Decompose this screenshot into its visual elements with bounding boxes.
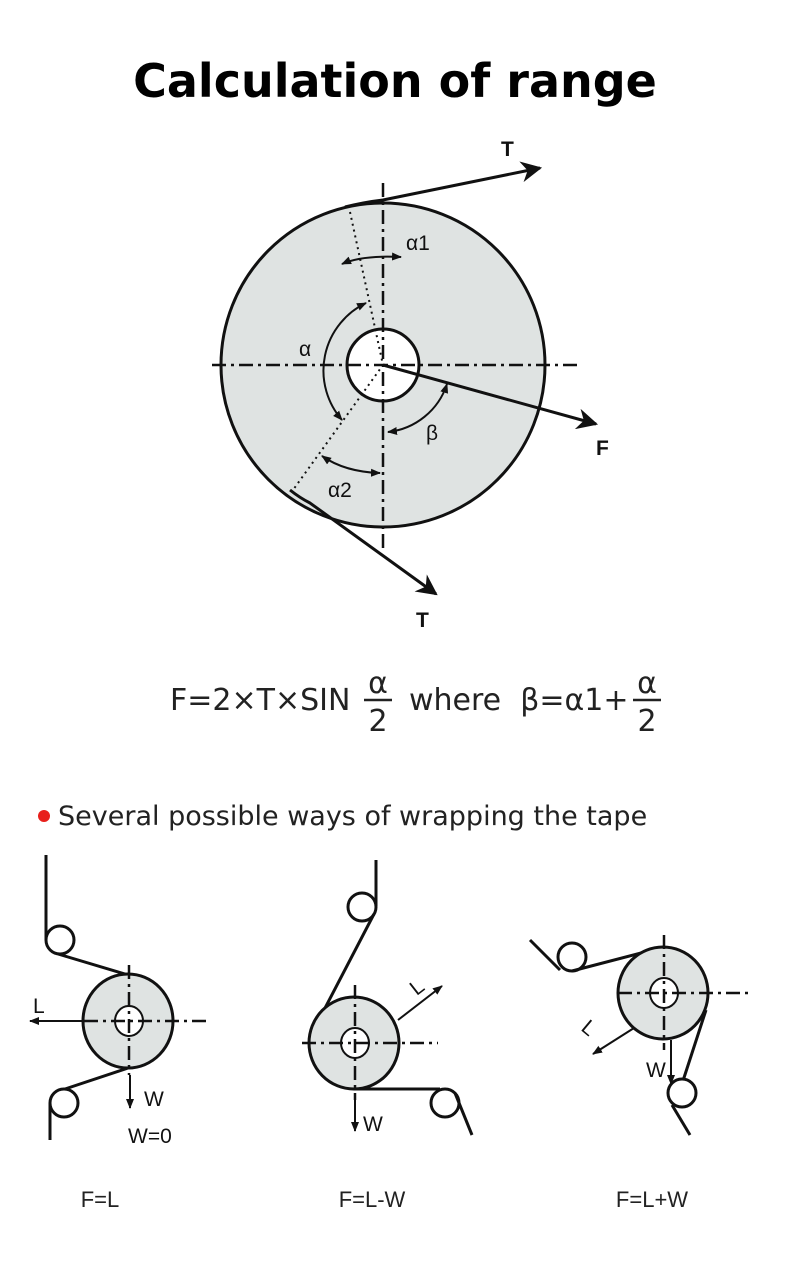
label-alpha: α bbox=[299, 338, 311, 361]
tape bbox=[670, 1104, 692, 1136]
label-t-bottom: T bbox=[416, 609, 429, 632]
tape bbox=[528, 938, 562, 972]
fraction1-denominator: 2 bbox=[368, 704, 387, 739]
wrap-case-3: L W F=L+W bbox=[528, 935, 748, 1212]
guide-roller bbox=[346, 891, 378, 923]
caption: F=L+W bbox=[616, 1187, 688, 1212]
guide-roller bbox=[48, 1087, 80, 1119]
label-alpha1: α1 bbox=[406, 232, 430, 255]
tension-bottom-arrow bbox=[289, 488, 438, 596]
caption: F=L bbox=[81, 1187, 120, 1212]
label-w: W bbox=[363, 1113, 383, 1136]
l-force-arrow bbox=[397, 985, 443, 1021]
label-w: W bbox=[646, 1059, 666, 1082]
wrap-case-1: L W W=0 F=L bbox=[29, 855, 210, 1212]
alpha1-arc bbox=[341, 252, 402, 265]
wrap-case-2: L W F=L-W bbox=[302, 860, 474, 1212]
guide-roller bbox=[44, 924, 76, 956]
caption: F=L-W bbox=[339, 1187, 406, 1212]
fraction2-numerator: α bbox=[637, 666, 657, 701]
formula: F=2×T×SIN α 2 where β=α1+ α 2 bbox=[170, 666, 661, 739]
label-beta: β bbox=[426, 422, 438, 445]
label-w: W bbox=[144, 1088, 164, 1111]
force-arrow bbox=[382, 363, 599, 430]
page-title: Calculation of range bbox=[133, 54, 657, 108]
tape bbox=[57, 952, 129, 977]
l-force-arrow bbox=[592, 1027, 635, 1055]
label-alpha2: α2 bbox=[328, 479, 352, 502]
alpha2-arc bbox=[321, 455, 381, 477]
formula-left: F=2×T×SIN bbox=[170, 683, 350, 718]
formula-middle: where β=α1+ bbox=[409, 683, 629, 718]
section-heading: Several possible ways of wrapping the ta… bbox=[58, 801, 647, 832]
tape bbox=[678, 1009, 708, 1091]
label-w-zero: W=0 bbox=[128, 1125, 172, 1148]
fraction2-denominator: 2 bbox=[637, 704, 656, 739]
label-l: L bbox=[577, 1016, 601, 1041]
fraction1-numerator: α bbox=[368, 666, 388, 701]
tape bbox=[453, 1092, 474, 1136]
label-t-top: T bbox=[501, 138, 514, 161]
main-roller-diagram: T T F α α1 α2 β bbox=[212, 138, 609, 632]
tape bbox=[61, 1066, 129, 1092]
tension-top-arrow bbox=[344, 161, 543, 209]
guide-roller bbox=[556, 941, 588, 973]
label-f: F bbox=[596, 437, 609, 460]
label-l: L bbox=[33, 995, 45, 1018]
label-l: L bbox=[406, 975, 429, 1000]
beta-arc bbox=[387, 383, 449, 435]
alpha-arc bbox=[322, 302, 367, 421]
bullet-dot-icon bbox=[38, 810, 50, 822]
guide-roller bbox=[666, 1077, 698, 1109]
